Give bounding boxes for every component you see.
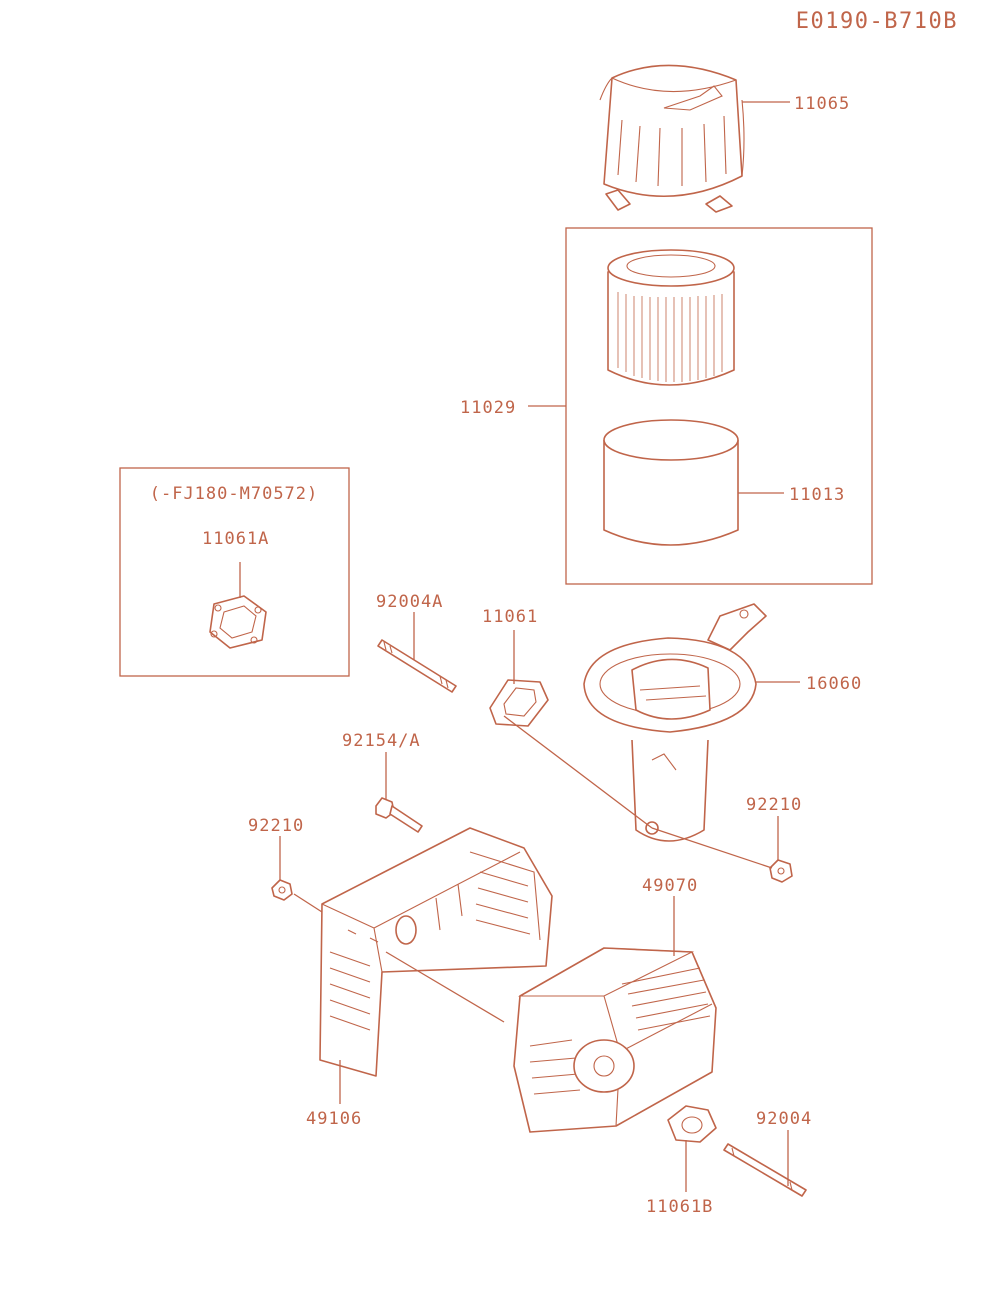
label-11061: 11061 <box>482 607 538 627</box>
label-92154A: 92154/A <box>342 731 421 751</box>
air-filter-element[interactable] <box>607 249 735 386</box>
air-cleaner-cover[interactable] <box>599 64 745 213</box>
label-49070: 49070 <box>642 876 698 896</box>
nut-92210-left[interactable] <box>271 879 293 901</box>
label-11065: 11065 <box>794 94 850 114</box>
variant-note: (-FJ180-M70572) <box>150 484 319 504</box>
muffler-cover[interactable] <box>319 827 553 1077</box>
nut-92210-right[interactable] <box>769 859 793 883</box>
diagram-code: E0190-B710B <box>796 9 958 34</box>
leader-lines <box>239 101 800 1192</box>
label-92210-left: 92210 <box>248 816 304 836</box>
variant-box <box>119 467 350 677</box>
gasket-11061B[interactable] <box>667 1105 717 1143</box>
label-16060: 16060 <box>806 674 862 694</box>
label-11029: 11029 <box>460 398 516 418</box>
gasket-11061[interactable] <box>489 679 549 727</box>
muffler[interactable] <box>513 947 717 1133</box>
label-92004: 92004 <box>756 1109 812 1129</box>
label-92210-right: 92210 <box>746 795 802 815</box>
air-cleaner-base[interactable] <box>583 603 767 842</box>
label-11061B: 11061B <box>646 1197 713 1217</box>
label-49106: 49106 <box>306 1109 362 1129</box>
pre-cleaner-foam[interactable] <box>603 419 739 546</box>
stud-bolt-92004[interactable] <box>723 1143 807 1197</box>
part-labels: 11065 11029 11013 11061A 92004A 11061 16… <box>202 94 862 1217</box>
label-11013: 11013 <box>789 485 845 505</box>
label-92004A: 92004A <box>376 592 443 612</box>
stud-bolt-92004A[interactable] <box>377 639 457 693</box>
label-11061A: 11061A <box>202 529 269 549</box>
bolt-92154A[interactable] <box>375 797 423 833</box>
gasket-11061A[interactable] <box>209 595 267 649</box>
